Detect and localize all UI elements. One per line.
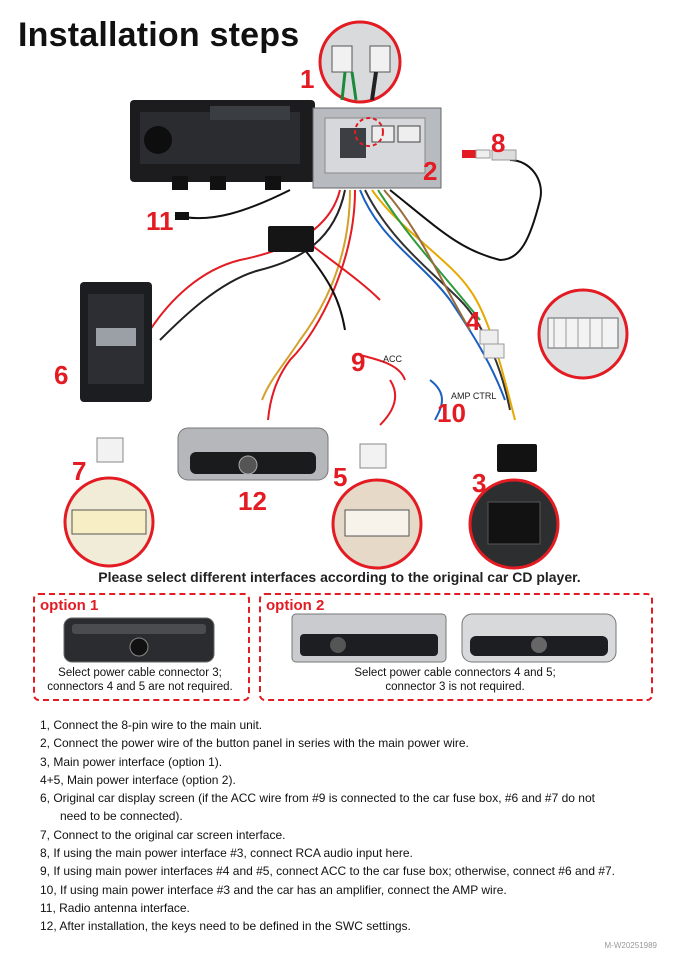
step-9: 9, If using main power interfaces #4 and… — [40, 864, 616, 879]
head-unit — [130, 100, 442, 190]
callout-8: 8 — [491, 128, 506, 158]
callout-12: 12 — [238, 486, 267, 516]
callout-3: 3 — [472, 468, 487, 498]
wire-bundle — [104, 159, 542, 426]
connector-4 — [479, 329, 505, 359]
step-3: 3, Main power interface (option 1). — [40, 754, 223, 769]
step-2: 2, Connect the power wire of the button … — [40, 736, 469, 751]
option-2-text: Select power cable connectors 4 and 5; c… — [265, 666, 645, 694]
antenna-connector — [175, 212, 189, 220]
step-8: 8, If using the main power interface #3,… — [40, 846, 413, 861]
step-11: 11, Radio antenna interface. — [40, 900, 190, 915]
callout-9: 9 — [351, 347, 366, 377]
callout-5: 5 — [333, 462, 348, 492]
canbus-module — [268, 226, 314, 252]
step-1: 1, Connect the 8-pin wire to the main un… — [40, 718, 263, 732]
button-panel — [177, 427, 329, 481]
option-2-title: option 2 — [266, 597, 325, 614]
step-6: 6, Original car display screen (if the A… — [40, 791, 595, 806]
step-7: 7, Connect to the original car screen in… — [40, 827, 286, 842]
callout-2: 2 — [423, 156, 438, 186]
option-2-cd-player-a — [291, 613, 447, 663]
step-12: 12, After installation, the keys need to… — [40, 919, 411, 934]
connector-zoom-3 — [468, 478, 560, 570]
step-10: 10, If using main power interface #3 and… — [40, 882, 507, 897]
acc-wire-label: ACC — [383, 354, 403, 364]
step-6-continued: need to be connected). — [60, 809, 183, 824]
option-1-title: option 1 — [40, 597, 99, 614]
callout-6: 6 — [54, 360, 69, 390]
option-1-line-2: connectors 4 and 5 are not required. — [47, 681, 233, 693]
connector-zoom-7 — [63, 476, 155, 568]
select-interface-note: Please select different interfaces accor… — [98, 569, 581, 585]
option-1-cd-player — [63, 617, 215, 663]
callout-4: 4 — [466, 306, 481, 336]
connector-zoom-5 — [331, 478, 423, 570]
callout-10: 10 — [437, 398, 466, 428]
connector-5 — [359, 443, 387, 469]
connector-zoom-1 — [318, 20, 402, 104]
wiring-diagram — [63, 20, 629, 570]
step-4-5: 4+5, Main power interface (option 2). — [40, 772, 236, 787]
connector-3 — [497, 444, 537, 472]
option-1-text: Select power cable connector 3; connecto… — [35, 666, 245, 694]
option-2-line-2: connector 3 is not required. — [385, 681, 525, 693]
option-1-line-1: Select power cable connector 3; — [58, 667, 222, 679]
original-display-screen — [80, 282, 152, 402]
option-2-box — [259, 593, 653, 701]
connector-7 — [96, 437, 124, 463]
callout-1: 1 — [300, 64, 315, 94]
rca-connector — [462, 149, 517, 161]
page-title: Installation steps — [18, 16, 300, 54]
callout-11: 11 — [146, 206, 174, 236]
connector-zoom-4 — [537, 288, 629, 380]
option-2-cd-player-b — [461, 613, 617, 663]
amp-ctrl-label: AMP CTRL — [451, 391, 497, 401]
option-2-line-1: Select power cable connectors 4 and 5; — [354, 667, 556, 679]
callout-7: 7 — [72, 456, 87, 486]
option-1-box — [33, 593, 250, 701]
model-code: M-W20251989 — [604, 941, 657, 950]
installation-steps-list: 1, Connect the 8-pin wire to the main un… — [40, 716, 670, 936]
